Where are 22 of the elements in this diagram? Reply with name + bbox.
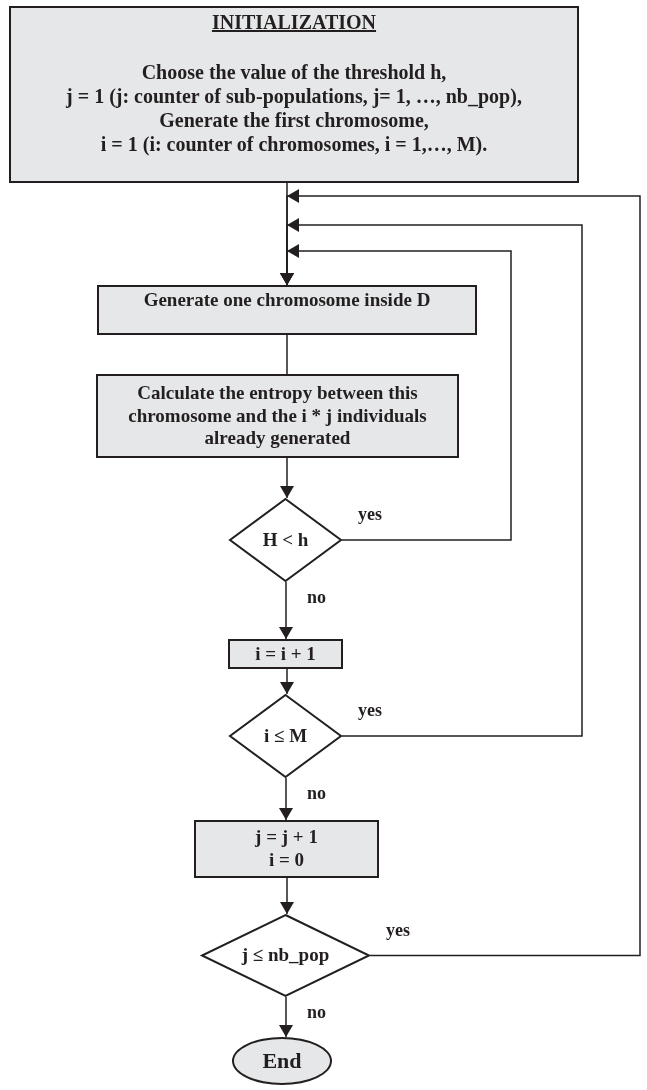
step-text: End [262, 1047, 302, 1075]
process-box [194, 820, 379, 878]
step-text: Choose the value of the threshold h, [141, 60, 447, 84]
step-text: Generate the first chromosome, [159, 108, 429, 132]
step-text: i = i + 1 [255, 642, 316, 666]
process-box [228, 639, 343, 669]
decision-diamond [229, 694, 342, 778]
process-box [9, 6, 579, 183]
decision-diamond [229, 498, 342, 582]
step-text: i = 0 [268, 849, 305, 872]
heading: INITIALIZATION [211, 10, 377, 34]
step-text: i = 1 (i: counter of chromosomes, i = 1,…, M). [100, 132, 488, 156]
condition-text: i ≤ M [263, 724, 308, 748]
condition-text: H < h [262, 528, 309, 552]
step-text: Calculate the entropy between this chromosome and the i * j individuals already generated [127, 381, 428, 451]
step-text: j = j + 1 [255, 826, 318, 849]
process-box [96, 374, 459, 458]
condition-text: j ≤ nb_pop [241, 944, 330, 967]
decision-diamond [201, 914, 370, 997]
step-text: j = 1 (j: counter of sub-populations, j= 1, …, nb_pop), [66, 84, 522, 108]
step-text: Generate one chromosome inside D [143, 289, 431, 312]
process-box [97, 285, 477, 335]
